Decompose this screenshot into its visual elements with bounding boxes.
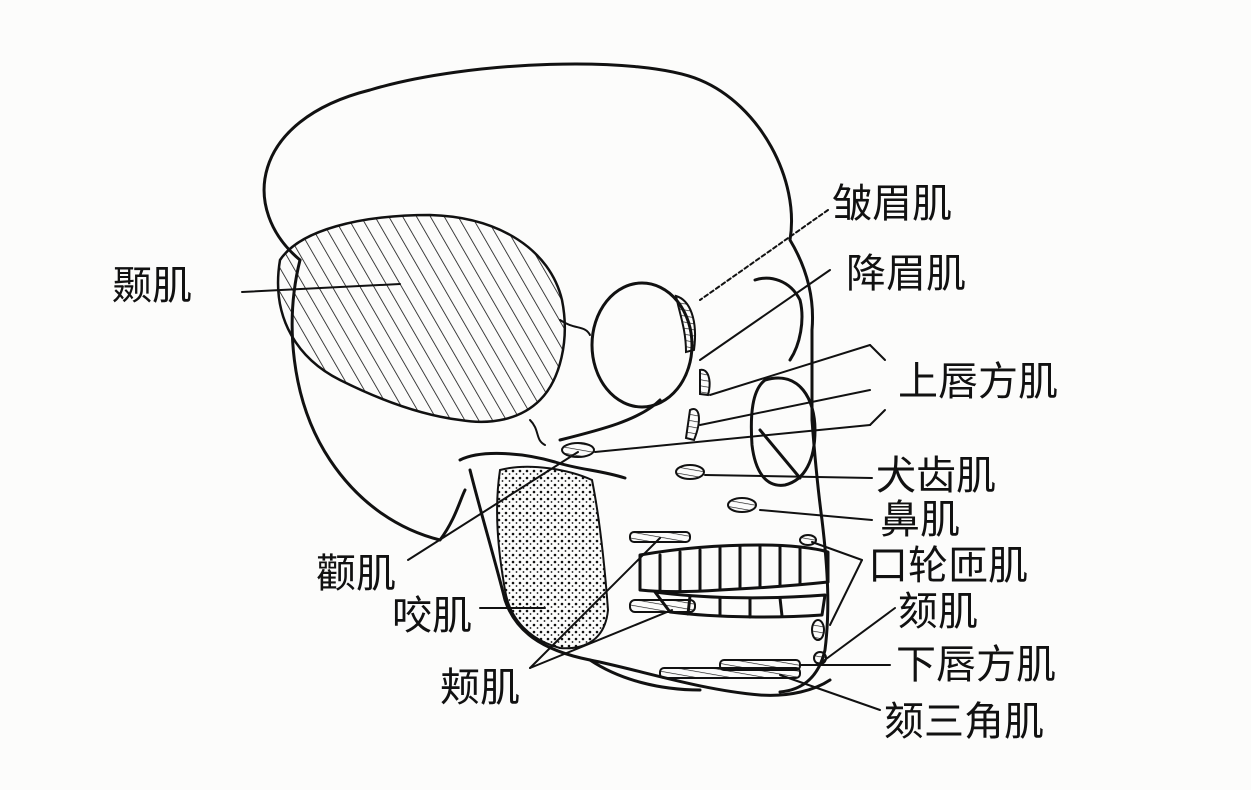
label-quadratus-labii-inferioris: 下唇方肌 (896, 642, 1056, 688)
zygomatic-arch (458, 452, 627, 480)
zygomaticus-fragment (561, 442, 595, 458)
leader-corrugator (699, 209, 829, 301)
label-temporalis: 颞肌 (112, 263, 192, 309)
lower-teeth (653, 590, 827, 619)
label-depressor-supercilii: 降眉肌 (846, 251, 966, 297)
caninus-fragment (675, 464, 705, 480)
depressor-fragment (699, 368, 711, 397)
leader-buccinator-2 (529, 609, 673, 669)
nasal-aperture (749, 376, 817, 487)
label-corrugator: 皱眉肌 (832, 181, 952, 227)
label-caninus: 犬齿肌 (876, 453, 996, 499)
corrugator-fragment (674, 294, 696, 354)
triangularis-fragment (659, 667, 801, 679)
temporalis-muscle (276, 213, 566, 424)
leader-nasalis (759, 509, 873, 521)
masseter-muscle (496, 465, 610, 650)
label-zygomaticus: 颧肌 (316, 551, 396, 597)
label-buccinator: 颊肌 (440, 665, 520, 711)
leader-depressor (699, 269, 831, 361)
label-masseter: 咬肌 (392, 593, 472, 639)
cranium-outline (262, 62, 830, 694)
upper-teeth (638, 543, 830, 593)
label-nasalis: 鼻肌 (880, 497, 960, 543)
leader-quad-sup-3 (594, 424, 871, 453)
label-mentalis: 颏肌 (898, 589, 978, 635)
leader-quad-sup-2 (699, 389, 871, 426)
nasalis-fragment (727, 497, 757, 513)
leader-temporalis (241, 283, 401, 293)
leader-orbicularis (811, 541, 863, 561)
buccinator-fragment-1 (629, 531, 691, 543)
leader-zygomaticus (407, 451, 579, 561)
label-orbicularis-oris: 口轮匝肌 (868, 543, 1028, 589)
leader-buccinator-1 (529, 537, 661, 669)
leader-mentalis (821, 607, 896, 663)
levator-fragment (684, 408, 700, 442)
mentalis-fragment-2 (813, 651, 827, 665)
mentalis-fragment (811, 619, 825, 641)
leader-caninus (704, 474, 873, 479)
label-triangularis: 颏三角肌 (884, 699, 1044, 745)
buccinator-fragment-2 (629, 599, 696, 613)
leader-triangularis (779, 674, 881, 711)
leader-quad-sup-1 (709, 344, 871, 396)
label-quadratus-labii-superioris: 上唇方肌 (898, 359, 1058, 405)
